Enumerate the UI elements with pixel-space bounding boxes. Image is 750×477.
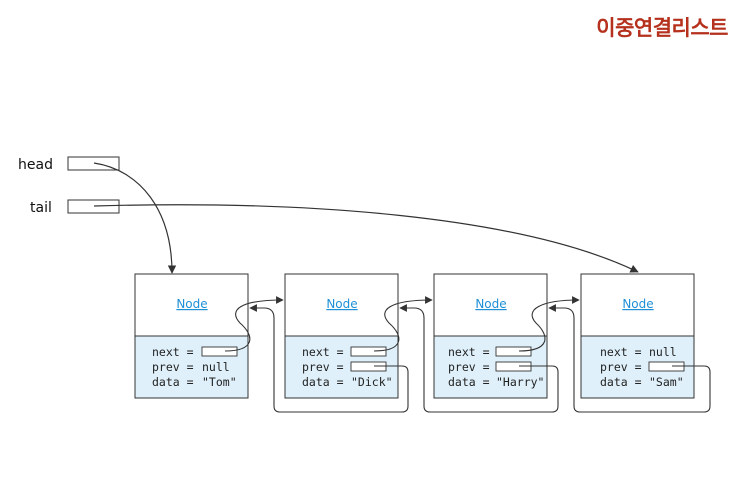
prev-label: prev = bbox=[600, 360, 642, 374]
node-label: Node bbox=[326, 297, 357, 311]
data-label: data = bbox=[302, 375, 344, 389]
next-arrow-2 bbox=[373, 296, 433, 352]
tail-label: tail bbox=[30, 200, 52, 216]
next-label: next = bbox=[302, 345, 344, 359]
next-arrow-3 bbox=[518, 296, 580, 352]
prev-label: prev = bbox=[152, 360, 194, 374]
prev-arrow-2 bbox=[399, 304, 559, 413]
next-pointer-box bbox=[495, 346, 532, 357]
next-value: null bbox=[649, 345, 677, 359]
data-label: data = bbox=[600, 375, 642, 389]
prev-value: null bbox=[202, 360, 230, 374]
next-label: next = bbox=[600, 345, 642, 359]
head-pointer-box bbox=[67, 156, 120, 171]
prev-arrow-3 bbox=[548, 304, 711, 413]
node-label: Node bbox=[176, 297, 207, 311]
node-dick: Node next = prev = data = "Dick" bbox=[284, 273, 399, 399]
node-tom: Node next = prev = null data = "Tom" bbox=[134, 273, 249, 399]
next-arrow-1 bbox=[224, 296, 284, 352]
tail-arrow bbox=[93, 204, 639, 273]
data-label: data = bbox=[448, 375, 490, 389]
head-label: head bbox=[18, 157, 53, 173]
next-label: next = bbox=[448, 345, 490, 359]
next-pointer-box bbox=[350, 346, 387, 357]
node-label: Node bbox=[475, 297, 506, 311]
node-label: Node bbox=[622, 297, 653, 311]
prev-label: prev = bbox=[302, 360, 344, 374]
page-title: 이중연결리스트 bbox=[596, 16, 728, 40]
data-value: "Tom" bbox=[202, 375, 237, 389]
node-harry: Node next = prev = data = "Harry" bbox=[433, 273, 548, 399]
next-pointer-box bbox=[201, 346, 238, 357]
data-value: "Dick" bbox=[351, 375, 393, 389]
next-label: next = bbox=[152, 345, 194, 359]
prev-arrow-1 bbox=[249, 304, 409, 413]
data-label: data = bbox=[152, 375, 194, 389]
prev-label: prev = bbox=[448, 360, 490, 374]
head-arrow bbox=[93, 162, 177, 274]
data-value: "Sam" bbox=[649, 375, 684, 389]
node-sam: Node next = null prev = data = "Sam" bbox=[580, 273, 695, 399]
data-value: "Harry" bbox=[496, 375, 544, 389]
tail-pointer-box bbox=[67, 199, 120, 214]
